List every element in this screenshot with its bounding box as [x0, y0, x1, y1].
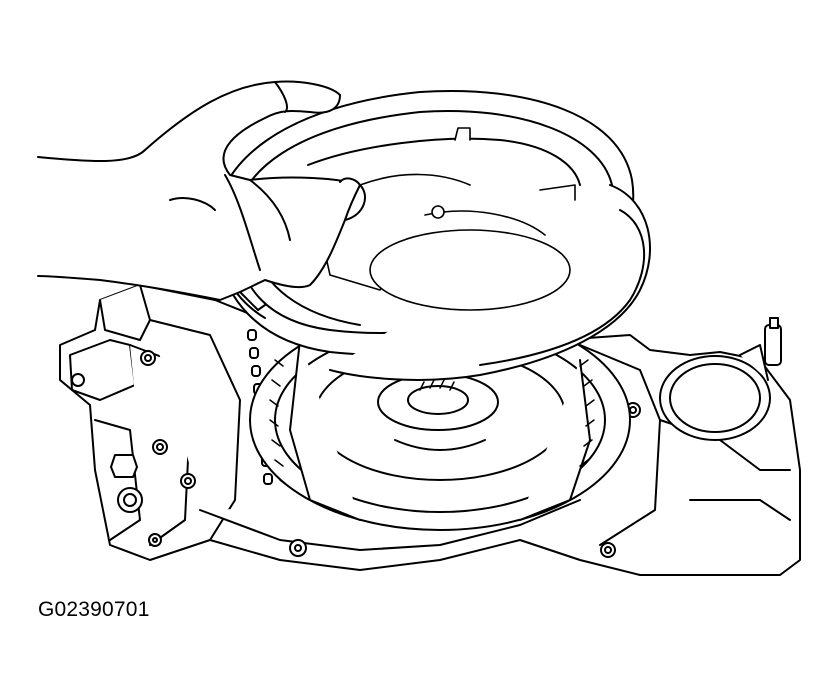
clutch-teeth: [270, 360, 594, 486]
output-shaft: [660, 318, 781, 440]
technician-hand: [38, 82, 365, 310]
bolt-holes: [118, 351, 640, 557]
figure-code: G02390701: [38, 598, 150, 621]
transmission-illustration: [0, 0, 838, 600]
inner-components: [320, 128, 575, 310]
left-bolt: [111, 455, 137, 477]
